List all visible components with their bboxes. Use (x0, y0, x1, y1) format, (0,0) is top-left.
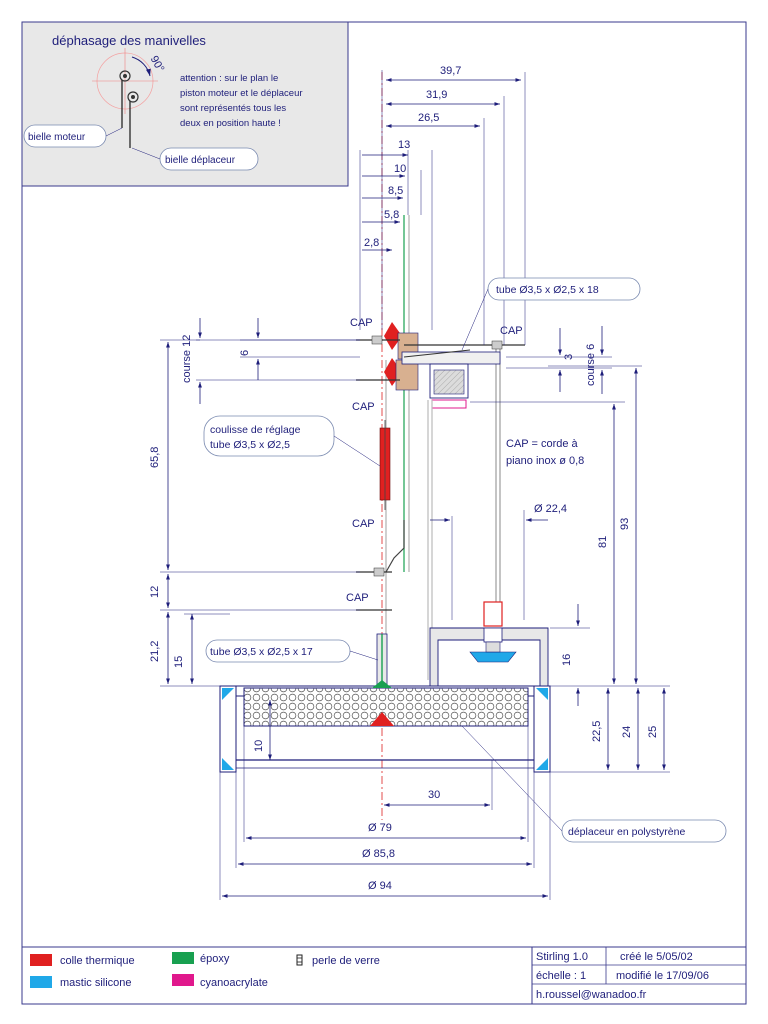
title-email: h.roussel@wanadoo.fr (536, 989, 647, 1001)
dim-2-8: 2,8 (364, 237, 379, 249)
cap-label-4: CAP (352, 518, 375, 530)
dim-3: 3 (563, 354, 575, 360)
dim-13: 13 (398, 139, 410, 151)
dim-diam-22-4: Ø 22,4 (534, 503, 567, 515)
legend-swatch-mastic (30, 976, 52, 988)
legend-swatch-cyano (172, 974, 194, 986)
phase-note-line1: attention : sur le plan le (180, 73, 278, 84)
legend-perle-label: perle de verre (312, 955, 380, 967)
coulisse-label-line1: coulisse de réglage (210, 424, 301, 436)
dim-16: 16 (561, 654, 573, 666)
phase-note-line2: piston moteur et le déplaceur (180, 88, 303, 99)
legend-cyano-label: cyanoacrylate (200, 977, 268, 989)
dim-12: 12 (149, 586, 161, 598)
corde-label-line1: CAP = corde à (506, 438, 579, 450)
dim-25: 25 (647, 726, 659, 738)
legend-colle-label: colle thermique (60, 955, 135, 967)
inset-title: déphasage des manivelles (52, 33, 206, 48)
phase-note-line3: sont représentés tous les (180, 103, 286, 114)
cap-label-3: CAP (352, 401, 375, 413)
dim-21-2: 21,2 (149, 641, 161, 662)
deplaceur-label: déplaceur en polystyrène (568, 826, 685, 838)
dim-24: 24 (621, 726, 633, 738)
cap-label-1: CAP (350, 317, 373, 329)
dim-65-8: 65,8 (149, 447, 161, 468)
dim-6: 6 (239, 350, 251, 356)
dim-26-5: 26,5 (418, 112, 439, 124)
legend-swatch-colle (30, 954, 52, 966)
dim-diam-94: Ø 94 (368, 880, 392, 892)
title-scale: échelle : 1 (536, 970, 586, 982)
corde-label-line2: piano inox ø 0,8 (506, 455, 584, 467)
title-created: créé le 5/05/02 (620, 951, 693, 963)
dimension-lines: 39,7 31,9 26,5 13 10 8,5 5,8 2,8 course … (149, 65, 670, 900)
legend-swatch-epoxy (172, 952, 194, 964)
legend: colle thermique mastic silicone époxy cy… (22, 946, 746, 989)
legend-epoxy-label: époxy (200, 953, 230, 965)
title-block: Stirling 1.0 créé le 5/05/02 échelle : 1… (531, 946, 747, 1005)
dim-10: 10 (394, 163, 406, 175)
dim-30: 30 (428, 789, 440, 801)
tube-bottom-label: tube Ø3,5 x Ø2,5 x 17 (210, 646, 313, 658)
dim-39-7: 39,7 (440, 65, 461, 77)
dim-15: 15 (173, 656, 185, 668)
dim-diam-79: Ø 79 (368, 822, 392, 834)
dim-course-12: course 12 (181, 335, 193, 383)
dim-diam-85-8: Ø 85,8 (362, 848, 395, 860)
bielle-deplaceur-label: bielle déplaceur (165, 155, 236, 166)
bielle-moteur-label: bielle moteur (28, 132, 86, 143)
dim-22-5: 22,5 (591, 721, 603, 742)
coulisse-label-line2: tube Ø3,5 x Ø2,5 (210, 439, 290, 451)
dim-93: 93 (619, 518, 631, 530)
tube-top-label: tube Ø3,5 x Ø2,5 x 18 (496, 284, 599, 296)
dim-8-5: 8,5 (388, 185, 403, 197)
engine-cross-section (219, 72, 551, 820)
dim-5-8: 5,8 (384, 209, 399, 221)
dim-31-9: 31,9 (426, 89, 447, 101)
legend-swatch-perle (296, 954, 303, 966)
dim-course-6: course 6 (585, 344, 597, 386)
legend-mastic-label: mastic silicone (60, 977, 132, 989)
annotations: CAP CAP CAP CAP CAP tube Ø3,5 x Ø2,5 x 1… (203, 277, 727, 843)
cap-label-2: CAP (500, 325, 523, 337)
title-name: Stirling 1.0 (536, 951, 588, 963)
crank-phase-inset: déphasage des manivelles 90° attention :… (21, 21, 349, 187)
cap-label-5: CAP (346, 592, 369, 604)
dim-81: 81 (597, 536, 609, 548)
dim-10-bottom: 10 (253, 740, 265, 752)
title-modified: modifié le 17/09/06 (616, 970, 709, 982)
phase-note-line4: deux en position haute ! (180, 118, 281, 129)
